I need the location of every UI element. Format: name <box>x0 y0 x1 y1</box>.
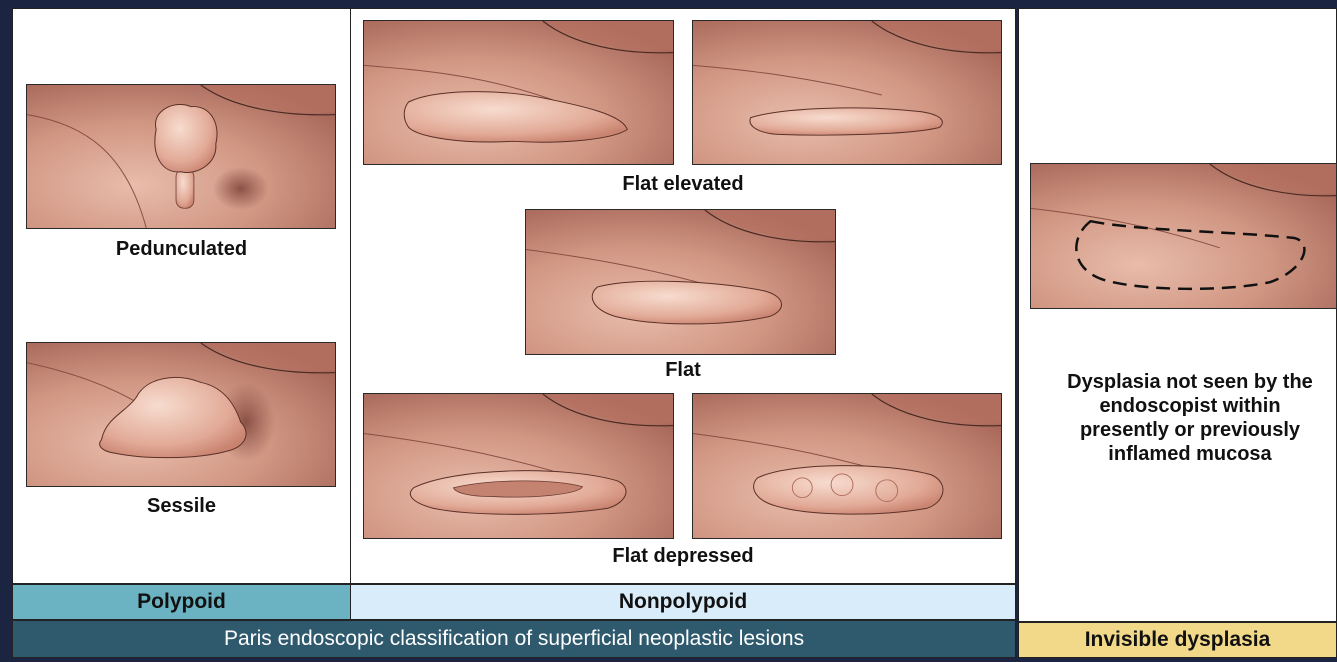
invisible-dysplasia-illustration <box>1030 163 1337 309</box>
paris-classification-bar: Paris endoscopic classification of super… <box>12 620 1016 658</box>
flat-label: Flat <box>350 358 1016 382</box>
sessile-illustration <box>26 342 336 487</box>
flat-depressed-label: Flat depressed <box>350 544 1016 568</box>
flat-depressed-illustration-2 <box>692 393 1002 539</box>
sessile-label: Sessile <box>12 494 351 518</box>
invisible-panel <box>1018 8 1337 622</box>
pedunculated-label: Pedunculated <box>12 237 351 261</box>
polypoid-bar: Polypoid <box>12 584 351 620</box>
flat-elevated-label: Flat elevated <box>350 172 1016 196</box>
pedunculated-illustration <box>26 84 336 229</box>
flat-elevated-illustration-1 <box>363 20 674 165</box>
invisible-dysplasia-description: Dysplasia not seen by the endoscopist wi… <box>1060 370 1320 466</box>
flat-depressed-illustration-1 <box>363 393 674 539</box>
nonpolypoid-bar: Nonpolypoid <box>350 584 1016 620</box>
invisible-dysplasia-bar: Invisible dysplasia <box>1018 622 1337 658</box>
flat-elevated-illustration-2 <box>692 20 1002 165</box>
flat-illustration <box>525 209 836 355</box>
